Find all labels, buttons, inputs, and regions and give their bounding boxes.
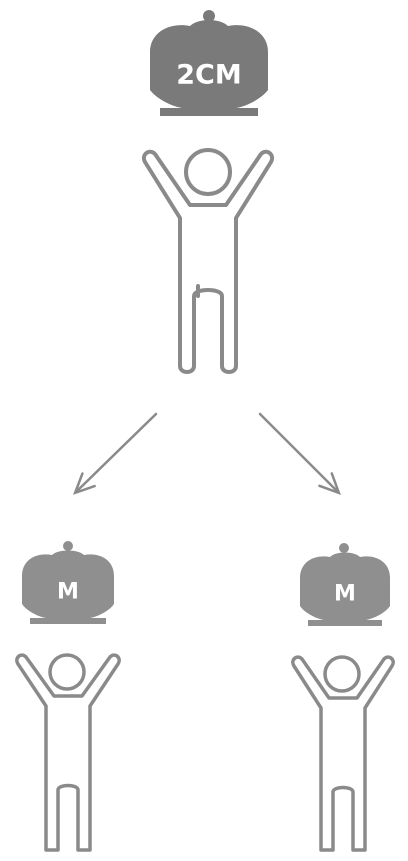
left-crown-label: M [57, 580, 79, 605]
left-crown-icon: M [22, 541, 114, 624]
right-crown-icon: M [300, 543, 390, 626]
right-person-icon [291, 655, 395, 852]
top-crown-icon: 2CM [150, 10, 268, 116]
top-crown-label: 2CM [176, 60, 241, 91]
top-person-icon [142, 148, 274, 374]
left-person-icon [15, 653, 121, 852]
right-child-node: M [291, 543, 395, 852]
arrow-to-left-child [72, 412, 158, 495]
connector-arrows [72, 412, 341, 495]
right-crown-label: M [334, 582, 356, 607]
top-node: 2CM [142, 10, 274, 374]
arrow-to-right-child [258, 412, 341, 495]
left-child-node: M [15, 541, 121, 852]
